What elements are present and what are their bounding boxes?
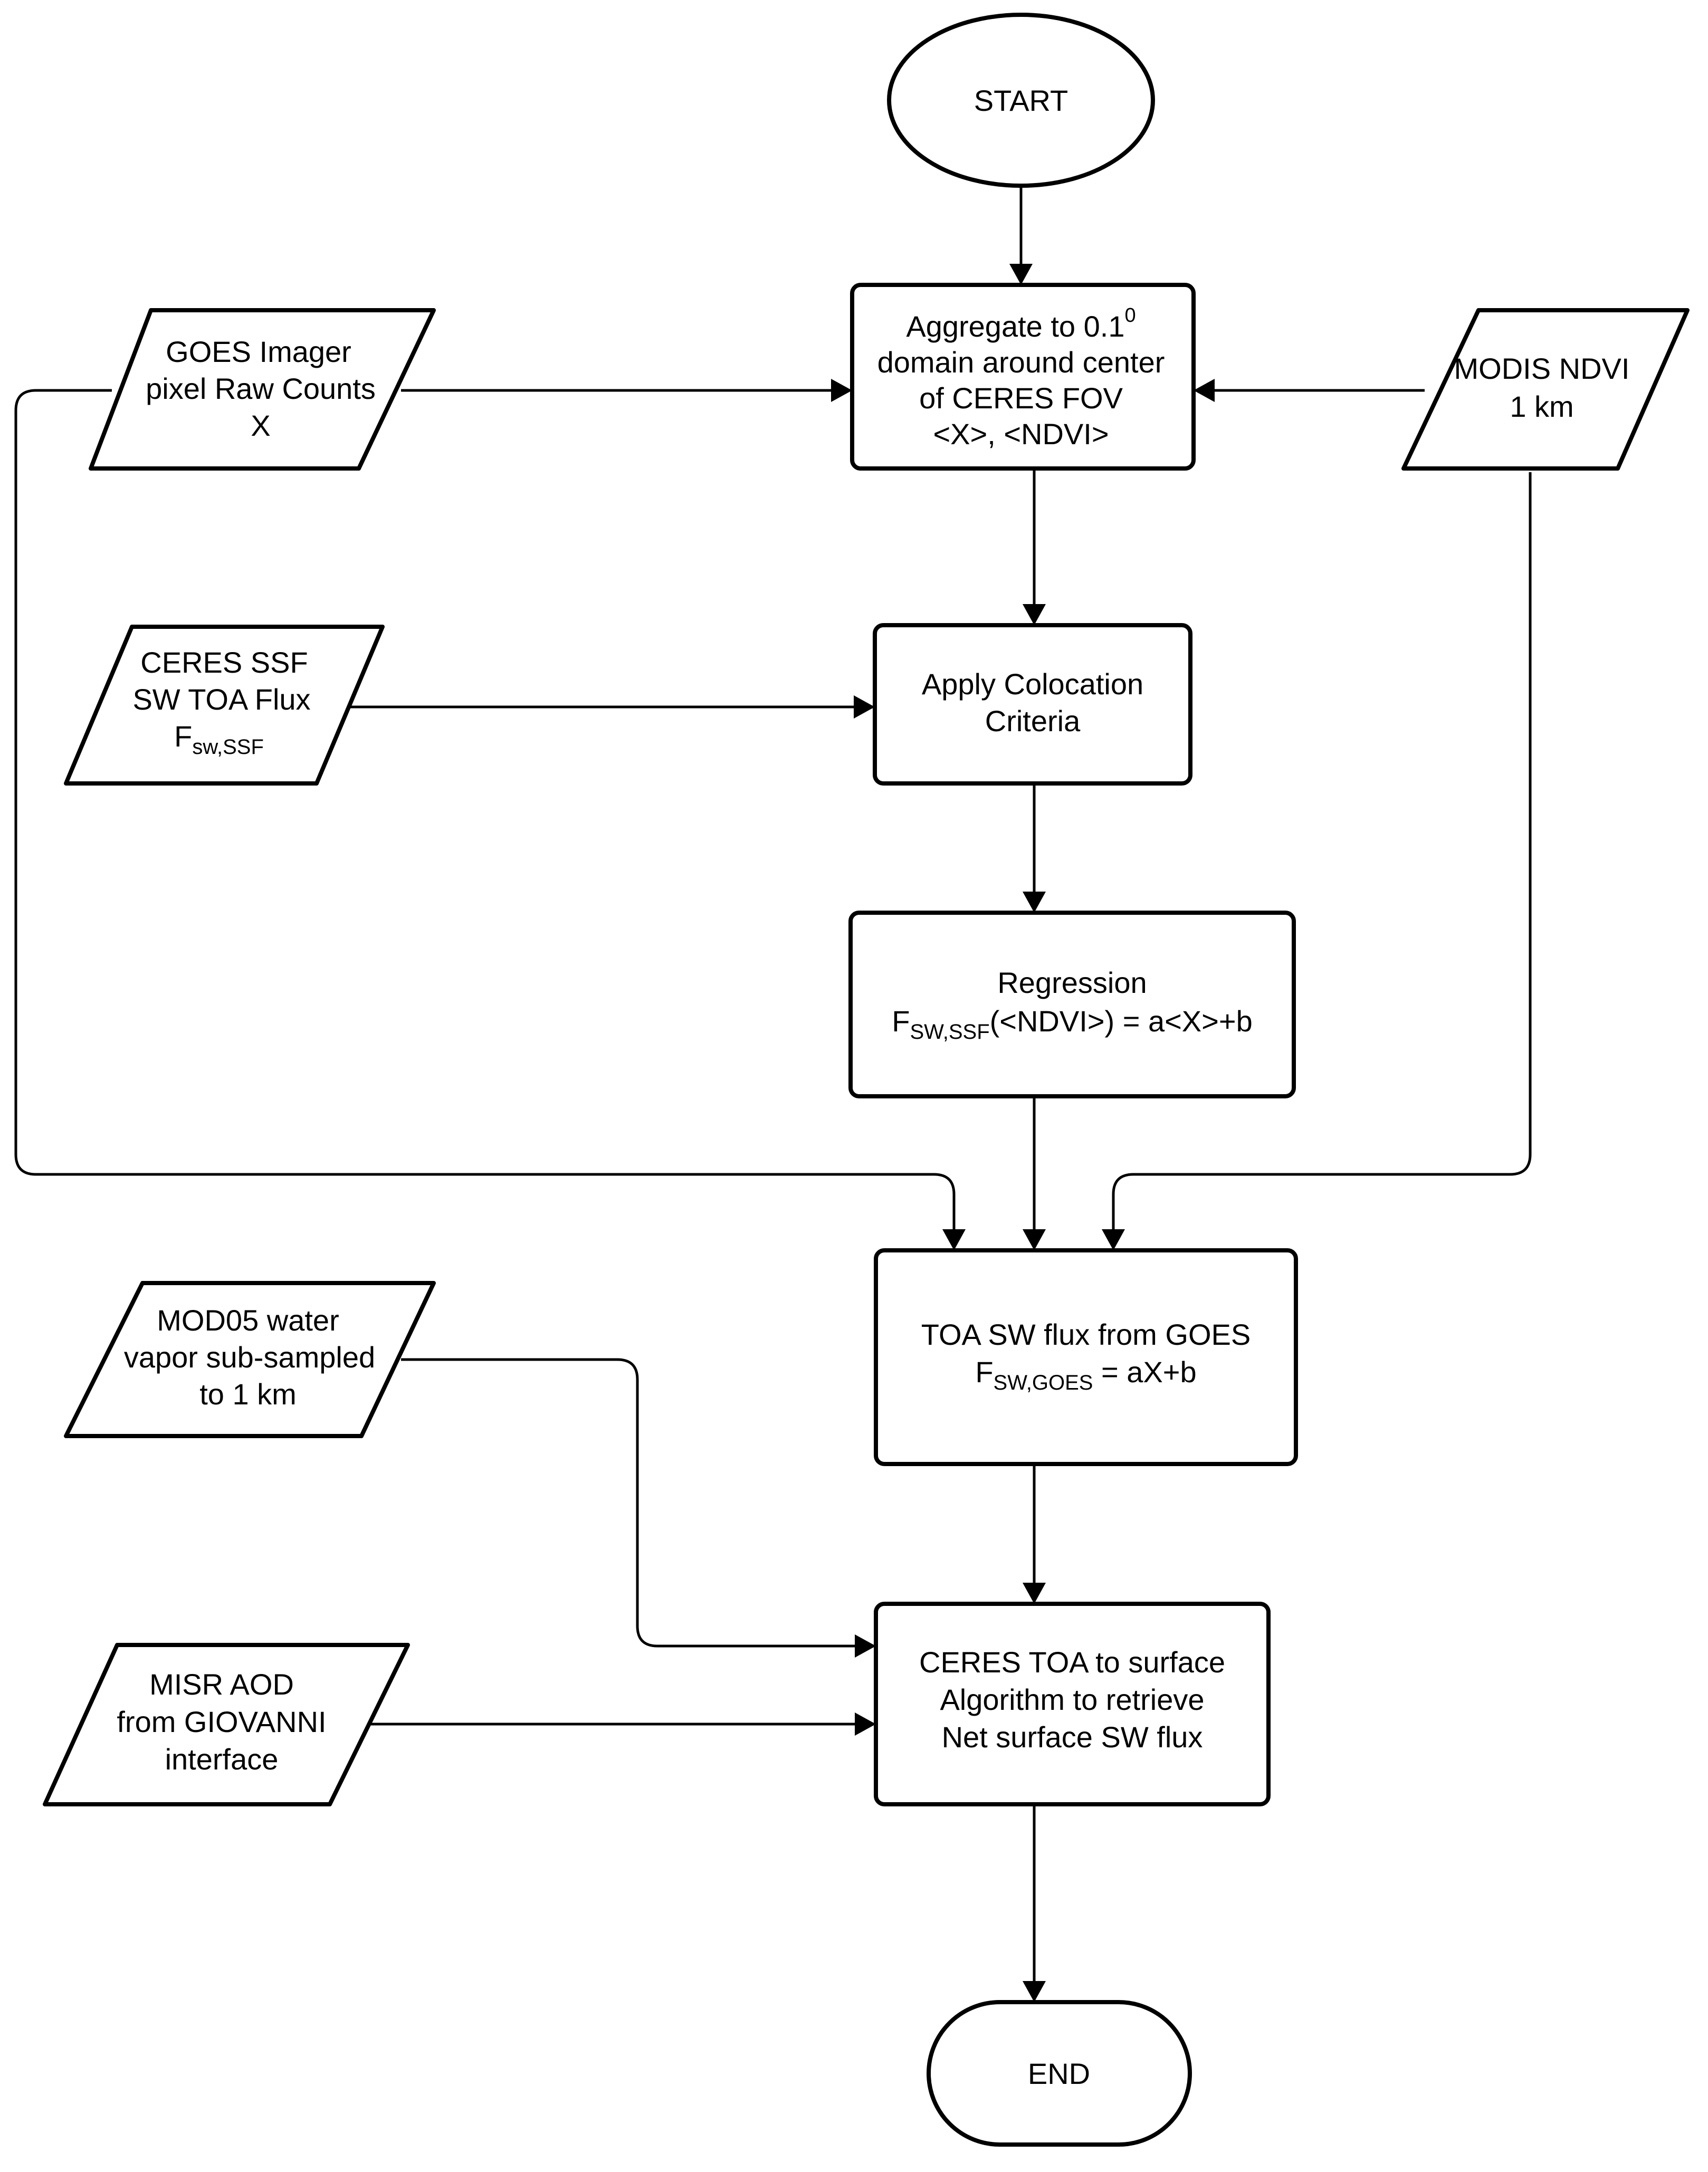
- node-misr-input-line1: MISR AOD: [149, 1668, 294, 1701]
- node-goes-input-line3: X: [251, 409, 270, 442]
- node-toa-goes: TOA SW flux from GOES FSW,GOES = aX+b: [874, 1248, 1298, 1466]
- node-mod05-input: MOD05 water vapor sub-sampled to 1 km: [64, 1281, 436, 1438]
- node-ceres-ssf-input-line3: Fsw,SSF: [174, 720, 264, 759]
- arrow-goes-loop-to-toa: [14, 389, 956, 1229]
- connectors: [14, 186, 1532, 2002]
- node-toa-goes-line1: TOA SW flux from GOES: [921, 1318, 1251, 1351]
- node-regression-line2-rest: (<NDVI>) = a<X>+b: [990, 1004, 1253, 1038]
- node-aggregate-line1: Aggregate to 0.10: [906, 304, 1136, 343]
- node-regression: Regression FSW,SSF(<NDVI>) = a<X>+b: [848, 911, 1296, 1098]
- node-aggregate-line2: domain around center: [877, 346, 1165, 379]
- node-goes-input-line1: GOES Imager: [166, 335, 351, 368]
- node-ceres-ssf-input-line1: CERES SSF: [140, 646, 308, 679]
- node-modis-input-line2: 1 km: [1510, 390, 1573, 423]
- arrowhead-goes-loop-to-toa: [942, 1229, 966, 1250]
- node-mod05-input-line1: MOD05 water: [157, 1304, 339, 1337]
- node-ceres-ssf-input-line3-sub: sw,SSF: [192, 735, 264, 759]
- node-surface-algo-line1: CERES TOA to surface: [919, 1645, 1225, 1679]
- node-ceres-ssf-input-line2: SW TOA Flux: [132, 683, 310, 716]
- node-colocation-line1: Apply Colocation: [922, 667, 1143, 701]
- node-toa-goes-line2-rest: = aX+b: [1093, 1355, 1196, 1389]
- node-regression-line2-sub: SW,SSF: [910, 1020, 990, 1044]
- node-aggregate-line1-main: Aggregate to 0.1: [906, 310, 1124, 343]
- node-colocation-line2: Criteria: [985, 704, 1081, 738]
- node-end-label: END: [1028, 2057, 1090, 2090]
- node-end: END: [927, 2000, 1192, 2147]
- node-surface-algo: CERES TOA to surface Algorithm to retrie…: [874, 1602, 1271, 1806]
- arrowhead-toa-to-surface: [1023, 1583, 1046, 1604]
- arrowhead-ceres-ssf-to-colocation: [854, 695, 875, 719]
- node-aggregate-line3: of CERES FOV: [919, 381, 1123, 415]
- arrowhead-aggregate-to-colocation: [1023, 604, 1046, 625]
- arrow-mod05-to-surface: [401, 1358, 855, 1648]
- arrowhead-modis-to-aggregate: [1194, 379, 1215, 402]
- arrowhead-colocation-to-regression: [1023, 892, 1046, 913]
- arrowhead-surface-to-end: [1023, 1981, 1046, 2002]
- node-modis-input: MODIS NDVI 1 km: [1401, 308, 1690, 471]
- arrowhead-start-to-aggregate: [1009, 264, 1033, 285]
- arrowhead-regression-to-toa: [1023, 1229, 1046, 1250]
- node-toa-goes-line2: FSW,GOES = aX+b: [975, 1355, 1196, 1394]
- node-ceres-ssf-input: CERES SSF SW TOA Flux Fsw,SSF: [64, 625, 385, 786]
- node-ceres-ssf-input-line3-main: F: [174, 720, 192, 753]
- node-toa-goes-line2-sub: SW,GOES: [994, 1371, 1093, 1394]
- node-toa-goes-line2-main: F: [975, 1355, 993, 1389]
- node-surface-algo-line2: Algorithm to retrieve: [940, 1683, 1204, 1716]
- node-modis-input-line1: MODIS NDVI: [1454, 352, 1630, 385]
- node-aggregate-line1-sup: 0: [1124, 304, 1136, 327]
- node-start: START: [887, 13, 1155, 188]
- node-regression-line2-main: F: [892, 1004, 910, 1038]
- arrowhead-mod05-to-surface: [855, 1634, 876, 1658]
- node-mod05-input-line3: to 1 km: [199, 1377, 297, 1411]
- node-mod05-input-line2: vapor sub-sampled: [124, 1341, 375, 1374]
- arrowhead-modis-loop-to-toa: [1102, 1229, 1125, 1250]
- node-colocation: Apply Colocation Criteria: [873, 623, 1192, 786]
- node-surface-algo-line3: Net surface SW flux: [942, 1720, 1203, 1754]
- node-misr-input: MISR AOD from GIOVANNI interface: [43, 1643, 410, 1806]
- node-misr-input-line3: interface: [165, 1743, 279, 1776]
- node-aggregate: Aggregate to 0.10 domain around center o…: [850, 283, 1196, 471]
- node-goes-input: GOES Imager pixel Raw Counts X: [89, 308, 436, 471]
- node-misr-input-line2: from GIOVANNI: [117, 1705, 326, 1738]
- node-regression-line2: FSW,SSF(<NDVI>) = a<X>+b: [892, 1004, 1252, 1044]
- arrow-modis-loop-to-toa: [1112, 472, 1532, 1229]
- node-start-label: START: [974, 84, 1068, 117]
- node-aggregate-line4: <X>, <NDVI>: [933, 417, 1109, 451]
- arrowhead-goes-to-aggregate: [831, 379, 852, 402]
- node-goes-input-line2: pixel Raw Counts: [146, 372, 376, 405]
- arrowhead-misr-to-surface: [855, 1712, 876, 1736]
- node-regression-line1: Regression: [997, 966, 1147, 999]
